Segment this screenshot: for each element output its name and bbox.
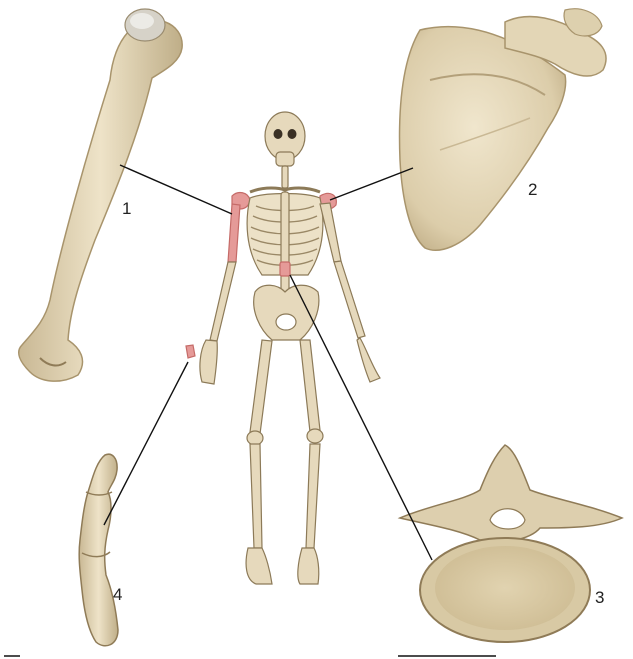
leader-line-2: [330, 168, 413, 200]
label-phalanx: 4: [113, 585, 122, 604]
full-skeleton: [186, 112, 380, 584]
phalanx-bone: [79, 454, 118, 646]
leader-line-1: [120, 165, 232, 214]
vertebra-bone: [400, 445, 622, 642]
label-humerus: 1: [122, 199, 131, 218]
leader-line-4: [104, 362, 188, 525]
label-vertebra: 3: [595, 588, 604, 607]
scapula-bone: [400, 9, 607, 250]
label-scapula: 2: [528, 180, 537, 199]
humerus-bone: [19, 9, 182, 381]
